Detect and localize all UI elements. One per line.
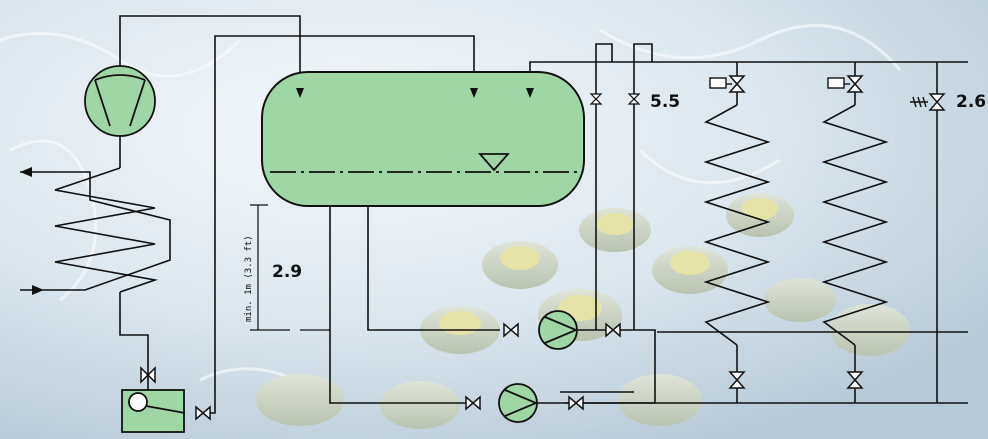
valve-icon <box>140 75 864 421</box>
compressor-icon <box>84 65 156 137</box>
pipe-condenser-to-receiver <box>119 292 149 390</box>
pump-icon <box>498 383 539 423</box>
separator-vessel-icon <box>261 71 585 207</box>
piping <box>119 15 968 414</box>
pipe-vessel-leg-left <box>329 200 478 404</box>
condenser-coil-icon <box>20 167 171 293</box>
solenoid-valve-icon <box>709 77 850 89</box>
inlet-arrows <box>296 88 534 98</box>
evaporator-coil-icon <box>821 104 889 346</box>
evaporator-coil-icon <box>703 104 771 346</box>
dimension-label: min. 1m (3.3 ft) <box>244 235 254 322</box>
pump-icon <box>538 310 579 350</box>
label-5-5: 5.5 <box>650 92 681 112</box>
relief-valve-icon <box>910 93 946 111</box>
pipe-compressor-to-vessel-top <box>119 15 301 80</box>
background-machinery <box>256 193 910 429</box>
pipe-vessel-leg-right <box>367 200 500 331</box>
flow-arrow-icon <box>20 167 44 295</box>
label-2-9: 2.9 <box>272 262 303 282</box>
liquid-level-icon <box>478 153 510 172</box>
check-valve-icon <box>589 93 641 105</box>
pipe-bypass-1 <box>595 43 613 330</box>
pipe-bypass-2 <box>633 43 653 330</box>
label-2-6: 2.6 <box>956 92 987 112</box>
pipe-condenser-outlet-to-vessel <box>205 35 475 414</box>
receiver-tank-icon <box>121 389 186 433</box>
